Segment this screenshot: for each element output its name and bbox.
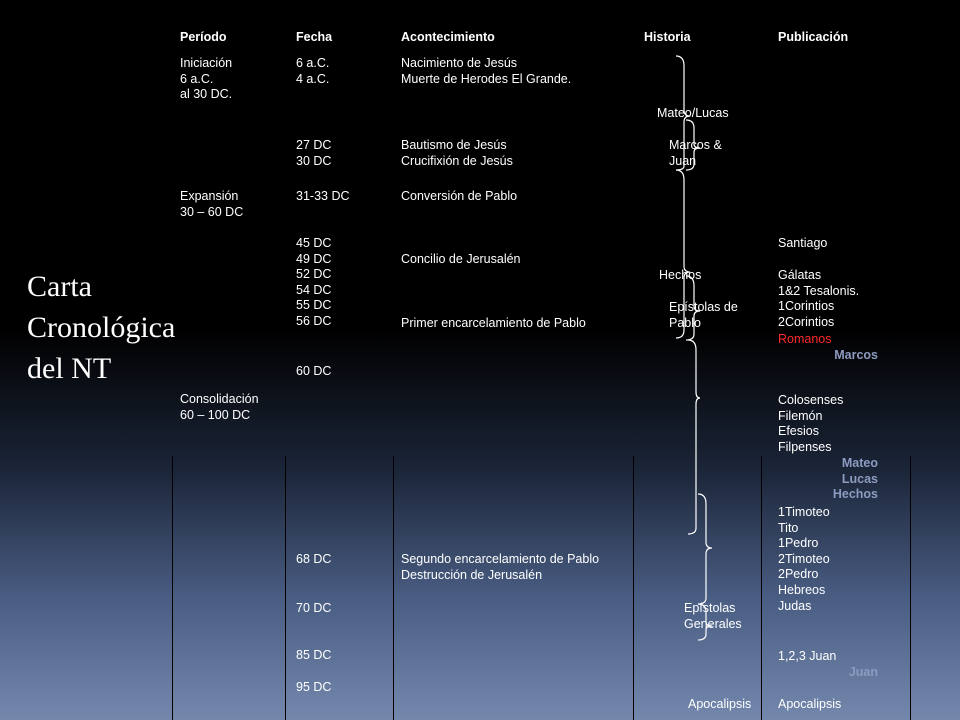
header-periodo: Período bbox=[180, 30, 227, 44]
historia-cell: Epístolas de Pablo bbox=[669, 300, 738, 330]
fecha-cell: 45 DC 49 DC 52 DC 54 DC 55 DC 56 DC bbox=[296, 236, 332, 328]
acontecimiento-cell: Nacimiento de Jesús Muerte de Herodes El… bbox=[401, 56, 572, 86]
acontecimiento-cell: Segundo encarcelamiento de Pablo Destruc… bbox=[401, 552, 600, 582]
publicacion-cell-highlight: Juan bbox=[848, 665, 878, 679]
publicacion-cell: Santiago bbox=[778, 236, 828, 250]
publicacion-cell-highlight: Romanos bbox=[778, 332, 832, 346]
publicacion-cell: Apocalipsis bbox=[778, 697, 842, 711]
historia-cell: Hechos bbox=[659, 268, 702, 282]
column-divider bbox=[285, 456, 286, 720]
fecha-cell: 95 DC bbox=[296, 680, 332, 694]
fecha-cell: 6 a.C. 4 a.C. bbox=[296, 56, 330, 86]
fecha-cell: 60 DC bbox=[296, 364, 332, 378]
header-publicacion: Publicación bbox=[778, 30, 849, 44]
fecha-cell: 85 DC bbox=[296, 648, 332, 662]
fecha-cell: 68 DC bbox=[296, 552, 332, 566]
periodo-consolidacion: Consolidación 60 – 100 DC bbox=[180, 392, 259, 422]
fecha-cell: 70 DC bbox=[296, 601, 332, 615]
historia-cell: Mateo/Lucas bbox=[657, 106, 729, 120]
periodo-iniciacion: Iniciación 6 a.C. al 30 DC. bbox=[180, 56, 233, 102]
acontecimiento-cell: Concilio de Jerusalén bbox=[401, 252, 521, 266]
acontecimiento-cell: Primer encarcelamiento de Pablo bbox=[401, 316, 586, 330]
header-acontecimiento: Acontecimiento bbox=[401, 30, 495, 44]
column-divider bbox=[172, 456, 173, 720]
fecha-cell: 31-33 DC bbox=[296, 189, 350, 203]
column-divider bbox=[761, 456, 762, 720]
historia-cell: Marcos & Juan bbox=[669, 138, 722, 168]
publicacion-cell: 1,2,3 Juan bbox=[778, 649, 837, 663]
historia-cell: Apocalipsis bbox=[688, 697, 752, 711]
publicacion-cell: Colosenses Filemón Efesios Filpenses bbox=[778, 393, 844, 454]
acontecimiento-cell: Bautismo de Jesús Crucifixión de Jesús bbox=[401, 138, 513, 168]
column-divider bbox=[910, 456, 911, 720]
fecha-cell: 27 DC 30 DC bbox=[296, 138, 332, 168]
column-divider bbox=[393, 456, 394, 720]
publicacion-cell: 1Timoteo Tito 1Pedro 2Timoteo 2Pedro Heb… bbox=[778, 505, 830, 613]
publicacion-cell: Gálatas 1&2 Tesalonis. 1Corintios 2Corin… bbox=[778, 268, 860, 329]
publicacion-cell-highlight: Mateo Lucas Hechos bbox=[832, 456, 878, 502]
chronology-table bbox=[172, 24, 911, 720]
publicacion-cell-highlight: Marcos bbox=[834, 348, 878, 362]
header-fecha: Fecha bbox=[296, 30, 333, 44]
slide-title: Carta Cronológica del NT bbox=[27, 270, 176, 385]
column-divider bbox=[633, 456, 634, 720]
historia-cell: Epístolas Generales bbox=[684, 601, 742, 631]
header-historia: Historia bbox=[644, 30, 691, 44]
acontecimiento-cell: Conversión de Pablo bbox=[401, 189, 518, 203]
periodo-expansion: Expansión 30 – 60 DC bbox=[180, 189, 244, 219]
